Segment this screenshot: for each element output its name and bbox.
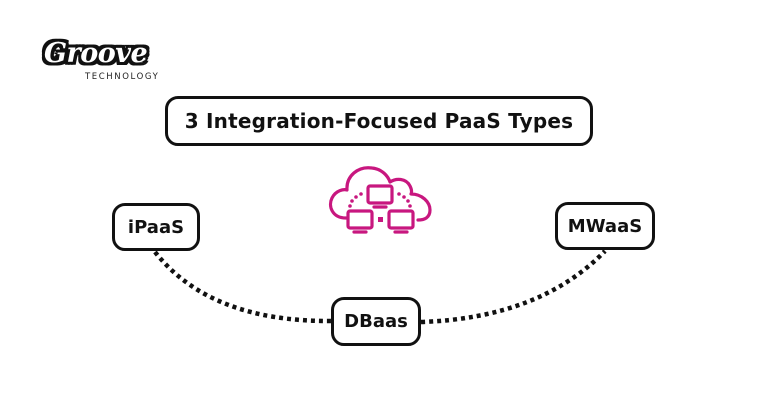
node-dbaas: DBaas <box>331 297 421 346</box>
edge-dbaas-mwaas <box>420 249 607 325</box>
node-ipaas: iPaaS <box>112 203 200 251</box>
logo-brand: Groove <box>44 38 148 69</box>
groove-technology-logo: Groove TECHNOLOGY <box>44 38 164 88</box>
node-label: iPaaS <box>127 216 185 238</box>
monitor-top <box>366 184 394 205</box>
node-label: MWaaS <box>567 215 643 237</box>
monitor-right <box>387 209 415 230</box>
cloud-outline <box>328 166 432 222</box>
edge-ipaas-dbaas <box>153 250 333 324</box>
logo-subtitle: TECHNOLOGY <box>85 72 160 82</box>
diagram-title-text: 3 Integration-Focused PaaS Types <box>184 109 574 133</box>
node-mwaas: MWaaS <box>555 202 655 250</box>
node-label: DBaas <box>344 311 408 332</box>
cloud-network-icon <box>328 166 432 234</box>
diagram-title: 3 Integration-Focused PaaS Types <box>165 96 593 146</box>
monitor-left <box>346 209 374 230</box>
